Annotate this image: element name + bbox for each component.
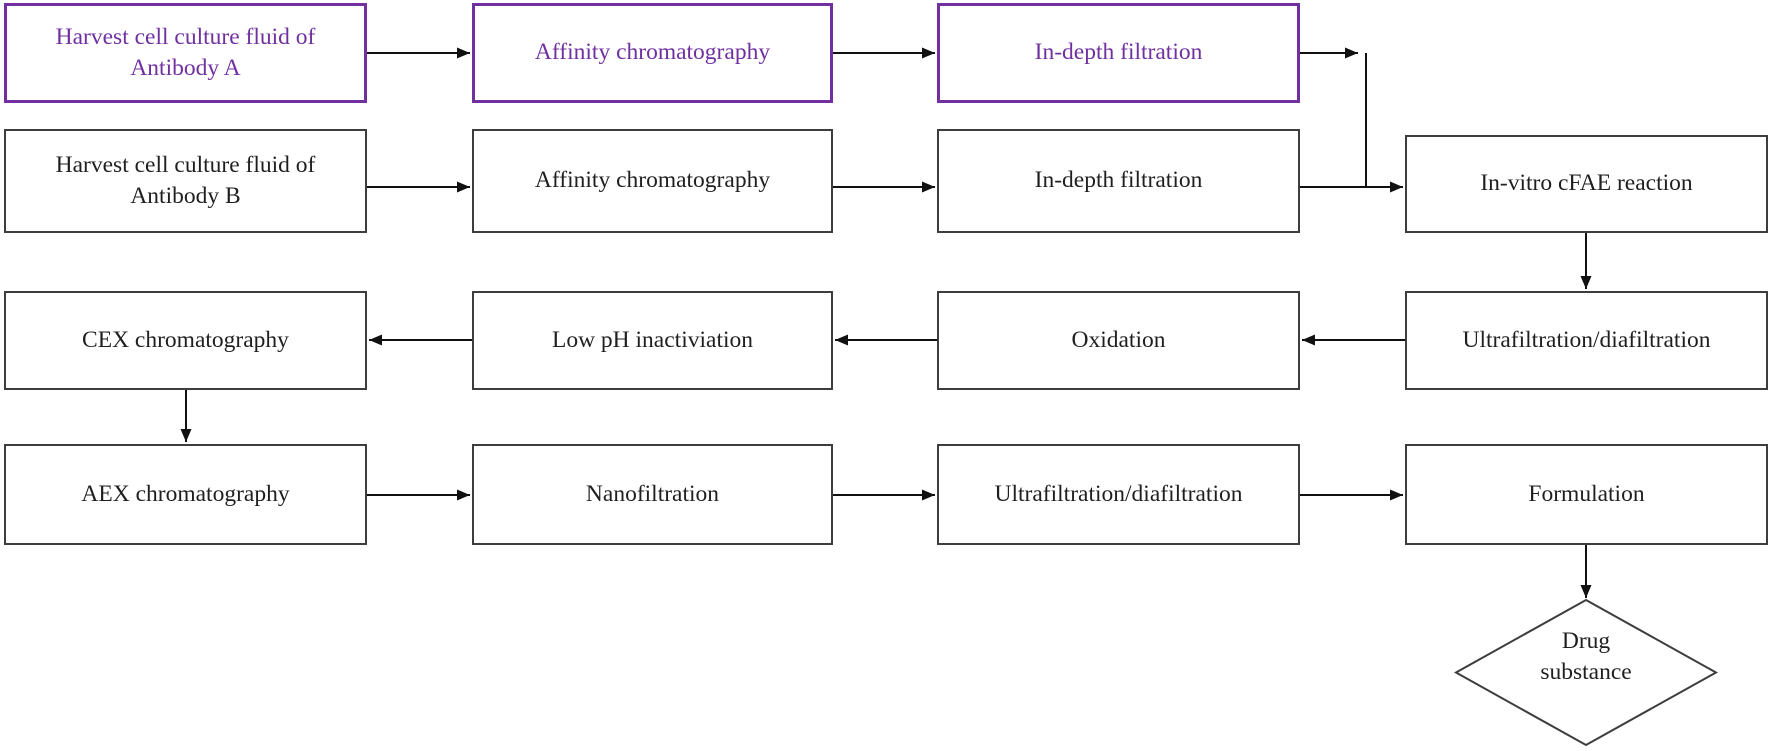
node-indepth-b: In-depth filtration: [937, 129, 1300, 233]
node-oxidation: Oxidation: [937, 291, 1300, 390]
node-label: Oxidation: [1071, 326, 1166, 353]
node-affinity-b: Affinity chromatography: [472, 129, 833, 233]
node-cfae: In-vitro cFAE reaction: [1405, 135, 1768, 233]
node-label: Ultrafiltration/diafiltration: [994, 480, 1243, 507]
node-drug-substance: Drug substance: [1516, 626, 1656, 689]
node-label: CEX chromatography: [82, 326, 289, 353]
node-label: AEX chromatography: [81, 480, 290, 507]
node-label: In-depth filtration: [1034, 39, 1203, 66]
node-label: Harvest cell culture fluid of Antibody A: [55, 23, 316, 81]
node-indepth-a: In-depth filtration: [937, 3, 1300, 103]
node-aex: AEX chromatography: [4, 444, 367, 545]
node-label: Formulation: [1528, 480, 1645, 507]
node-ufdf-2: Ultrafiltration/diafiltration: [937, 444, 1300, 545]
node-label: Affinity chromatography: [534, 39, 771, 66]
node-low-ph: Low pH inactiviation: [472, 291, 833, 390]
node-formulation: Formulation: [1405, 444, 1768, 545]
node-cex: CEX chromatography: [4, 291, 367, 390]
node-label: In-vitro cFAE reaction: [1480, 170, 1693, 197]
node-label: Affinity chromatography: [534, 167, 771, 194]
node-label: Drug substance: [1540, 628, 1632, 686]
node-label: In-depth filtration: [1034, 167, 1203, 194]
node-harvest-a: Harvest cell culture fluid of Antibody A: [4, 3, 367, 103]
node-ufdf-1: Ultrafiltration/diafiltration: [1405, 291, 1768, 390]
node-nanofiltration: Nanofiltration: [472, 444, 833, 545]
node-label: Nanofiltration: [585, 480, 720, 507]
node-harvest-b: Harvest cell culture fluid of Antibody B: [4, 129, 367, 233]
node-label: Ultrafiltration/diafiltration: [1462, 326, 1711, 353]
node-label: Harvest cell culture fluid of Antibody B: [55, 151, 316, 209]
node-affinity-a: Affinity chromatography: [472, 3, 833, 103]
node-label: Low pH inactiviation: [551, 326, 753, 353]
